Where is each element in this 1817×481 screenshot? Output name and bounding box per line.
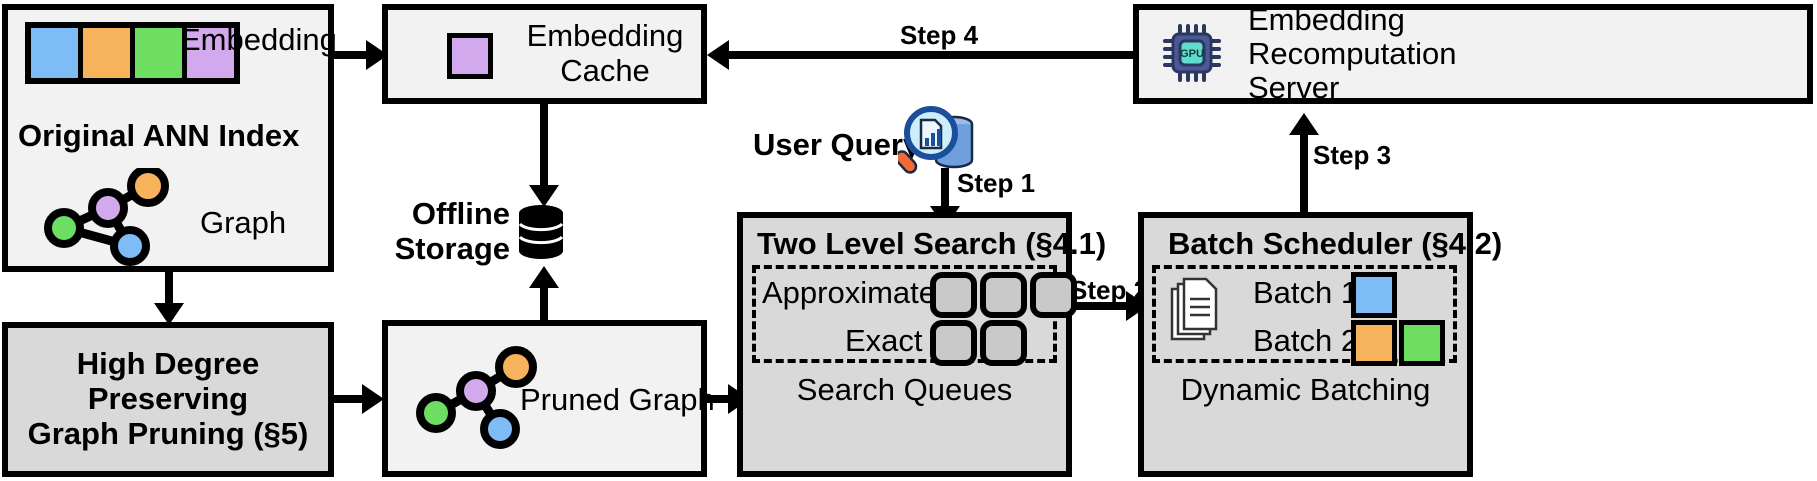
offline-storage-label: Offline Storage xyxy=(392,197,510,266)
arrow-index-to-cache-line xyxy=(334,51,370,59)
svg-text:GPU: GPU xyxy=(1180,48,1204,60)
arrow-pruning-to-pruned-line xyxy=(334,395,366,403)
search-queues-footer-label: Search Queues xyxy=(796,371,1013,407)
recomputation-server-line1: Embedding xyxy=(1248,1,1405,37)
gpu-chip-icon: GPU xyxy=(1163,24,1221,82)
arrow-pruned-to-storage-line xyxy=(540,288,548,330)
offline-storage-line1: Offline xyxy=(411,196,510,232)
embedding-cache-title: Embedding Cache xyxy=(505,4,705,104)
step3-arrow-head xyxy=(1289,113,1319,135)
arrow-index-to-pruning-head xyxy=(154,303,184,325)
purple-square-icon xyxy=(447,33,493,79)
graph-pruning-line2: Graph Pruning (§5) xyxy=(27,415,309,451)
database-cylinder-icon xyxy=(518,205,564,259)
step3-label: Step 3 xyxy=(1313,140,1392,170)
queue-slot[interactable] xyxy=(930,320,977,366)
arrow-pruned-to-search-line xyxy=(707,395,733,403)
step2-label: Step 2 xyxy=(1070,275,1149,305)
embedding-cache-box xyxy=(382,4,707,104)
offline-storage-line2: Storage xyxy=(394,231,510,266)
search-queues-footer: Search Queues xyxy=(737,368,1072,412)
magnifier-document-database-icon xyxy=(898,106,974,174)
pruned-graph-label: Pruned Graph xyxy=(520,382,715,417)
graph-pruning-line1: High Degree Preserving xyxy=(76,346,260,417)
dynamic-batching-footer-label: Dynamic Batching xyxy=(1180,371,1431,407)
queue-slot[interactable] xyxy=(1030,272,1077,318)
batch-2-color-green xyxy=(1399,320,1445,366)
queue-slot[interactable] xyxy=(980,272,1027,318)
graph-pruning-title: High Degree Preserving Graph Pruning (§5… xyxy=(2,322,334,477)
step4-arrow-head xyxy=(707,40,729,70)
recomputation-server-line3: Server xyxy=(1248,70,1340,106)
step1-arrow-line xyxy=(941,168,949,210)
queue-slot[interactable] xyxy=(930,272,977,318)
documents-stack-icon xyxy=(1170,277,1218,341)
batch-scheduler-title: Batch Scheduler (§4.2) xyxy=(1168,226,1503,261)
step4-arrow-line xyxy=(729,51,1135,59)
batch-2-color-orange xyxy=(1351,320,1397,366)
recomputation-server-title: Embedding Recomputation Server xyxy=(1248,1,1457,106)
step3-arrow-line xyxy=(1300,135,1308,213)
pruned-graph-icon xyxy=(416,346,537,449)
exact-row-label: Exact xyxy=(845,323,923,358)
embedding-vector-icon xyxy=(25,22,240,84)
exact-queue-slots xyxy=(930,320,1027,366)
arrow-pruned-to-storage-head xyxy=(529,266,559,288)
batch-2-label: Batch 2 xyxy=(1253,323,1359,358)
approximate-row-label: Approximate xyxy=(762,275,937,310)
user-query-label: User Query xyxy=(753,127,921,162)
queue-slot[interactable] xyxy=(980,320,1027,366)
recomputation-server-line2: Recomputation xyxy=(1248,35,1457,71)
step2-arrow-line xyxy=(1072,302,1130,310)
dynamic-batching-footer: Dynamic Batching xyxy=(1138,368,1473,412)
batch-1-label: Batch 1 xyxy=(1253,275,1359,310)
original-ann-index-title: Original ANN Index xyxy=(18,118,300,153)
graph-pruning-box xyxy=(2,322,334,477)
arrow-index-to-pruning-line xyxy=(165,272,173,307)
embedding-label: Embedding xyxy=(180,22,337,57)
step4-label: Step 4 xyxy=(900,20,979,50)
embedding-cache-line1: Embedding xyxy=(526,18,684,54)
batch-1-color-blue xyxy=(1351,272,1397,318)
arrow-cache-to-storage-line xyxy=(540,104,548,189)
two-level-search-title: Two Level Search (§4.1) xyxy=(757,226,1107,261)
arrow-pruning-to-pruned-head xyxy=(362,384,384,414)
dynamic-batching-dashed-box xyxy=(1152,265,1457,363)
recomputation-server-box xyxy=(1133,4,1813,104)
arrow-cache-to-storage-head xyxy=(529,185,559,207)
graph-icon xyxy=(44,168,169,266)
step1-label: Step 1 xyxy=(957,168,1036,198)
approximate-queue-slots xyxy=(930,272,1077,318)
embedding-cache-line2: Cache xyxy=(560,53,650,88)
graph-label: Graph xyxy=(200,205,287,240)
